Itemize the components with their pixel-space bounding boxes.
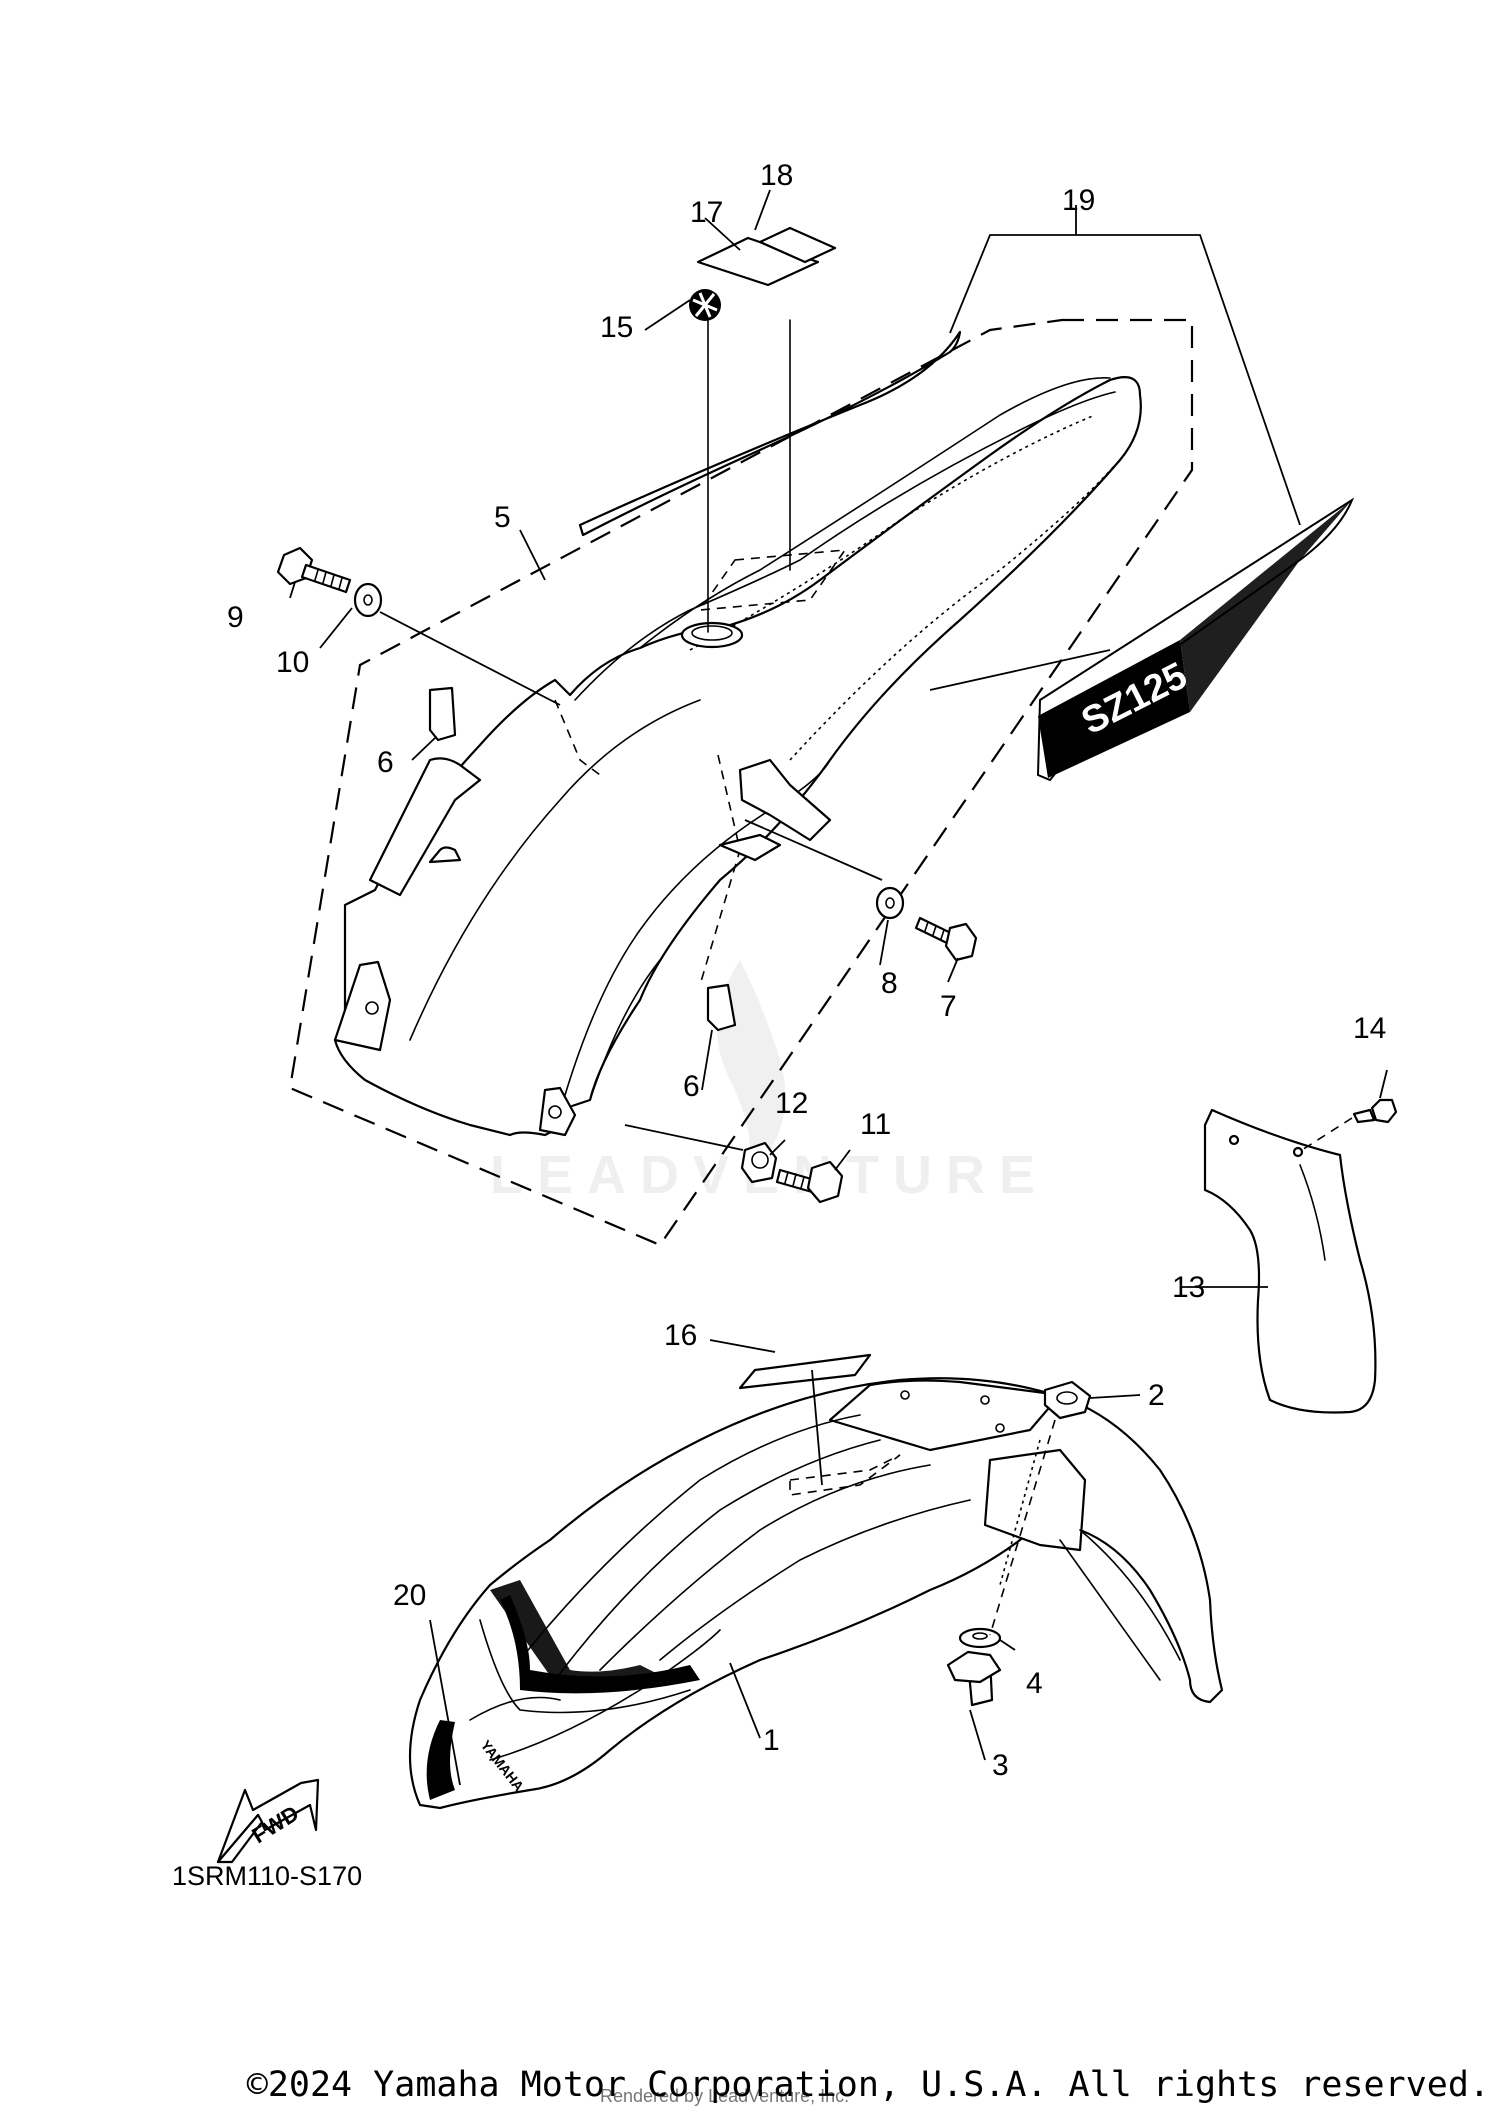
bolt-9 — [276, 546, 352, 594]
callout-6-lower: 6 — [683, 1070, 700, 1103]
callout-2: 2 — [1148, 1379, 1165, 1412]
decal-18 — [758, 226, 837, 264]
bolt-3 — [946, 1650, 1002, 1707]
callout-11: 11 — [860, 1108, 891, 1141]
callout-1: 1 — [763, 1724, 780, 1757]
callout-7: 7 — [940, 990, 957, 1023]
rear-fender-assembly-outline — [288, 318, 1194, 1247]
clip-6-lower — [706, 983, 737, 1032]
rendered-by-notice: Rendered by LeadVenture, Inc. — [600, 2086, 850, 2106]
bolt-11 — [775, 1160, 844, 1204]
copyright-notice: ©2024 Yamaha Motor Corporation, U.S.A. A… — [246, 2065, 1490, 2105]
callout-17: 17 — [690, 196, 723, 229]
callout-9: 9 — [227, 601, 244, 634]
callout-15: 15 — [600, 311, 633, 344]
callout-18: 18 — [760, 159, 793, 192]
callout-8: 8 — [881, 967, 898, 1000]
callout-16: 16 — [664, 1319, 697, 1352]
washer-4 — [958, 1627, 1002, 1649]
fwd-arrow-icon: FWD — [216, 1778, 320, 1864]
cap-15 — [689, 289, 721, 321]
callout-4: 4 — [1026, 1667, 1043, 1700]
washer-8 — [875, 886, 905, 920]
callout-12: 12 — [775, 1087, 808, 1120]
callout-10: 10 — [276, 646, 309, 679]
callout-6-upper: 6 — [377, 746, 394, 779]
collar-12 — [740, 1141, 778, 1184]
bolt-7 — [914, 916, 978, 962]
sz125-side-decal: SZ125 — [1036, 497, 1355, 782]
diagram-code: 1SRM110-S170 — [172, 1861, 362, 1891]
callout-14: 14 — [1353, 1012, 1386, 1045]
callout-13: 13 — [1172, 1271, 1205, 1304]
rear-fender[interactable] — [333, 376, 1142, 1137]
clip-6-upper — [428, 686, 457, 742]
callout-3: 3 — [992, 1749, 1009, 1782]
decal-16 — [738, 1353, 872, 1390]
mud-flap[interactable] — [1203, 1108, 1377, 1414]
rear-fender-stripe-decal — [578, 330, 962, 537]
screw-14 — [1352, 1098, 1398, 1124]
callout-5: 5 — [494, 501, 511, 534]
collar-2 — [1043, 1380, 1092, 1420]
callout-20: 20 — [393, 1579, 426, 1612]
washer-10 — [353, 582, 383, 618]
front-fender[interactable]: YAMAHA — [408, 1377, 1224, 1810]
callout-19: 19 — [1062, 184, 1095, 217]
decal-17 — [696, 236, 820, 287]
